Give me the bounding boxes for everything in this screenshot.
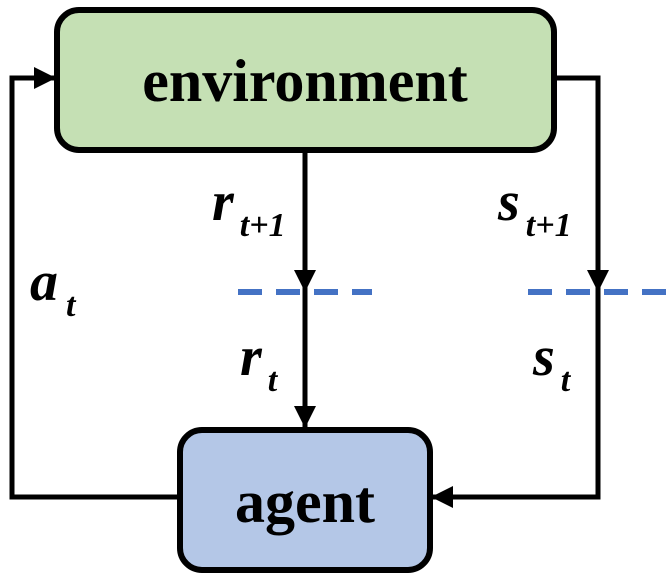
action-subscript: t: [66, 287, 77, 324]
state-next-symbol: s: [497, 171, 520, 233]
state-next-subscript: t+1: [526, 207, 572, 244]
state-next-arrow: [554, 75, 609, 292]
state-symbol: s: [532, 326, 555, 388]
reward-next-label: r t+1: [212, 171, 286, 244]
state-label: s t: [532, 326, 572, 399]
state-next-label: s t+1: [497, 171, 572, 244]
state-subscript: t: [561, 362, 572, 399]
action-symbol: a: [30, 251, 58, 313]
reward-subscript: t: [268, 362, 279, 399]
reward-next-symbol: r: [212, 171, 235, 233]
agent-label: agent: [235, 469, 375, 535]
action-label: a t: [30, 251, 77, 324]
action-arrow: [9, 67, 180, 500]
environment-label: environment: [142, 48, 468, 114]
agent-box: [177, 427, 433, 573]
reward-next-subscript: t+1: [240, 207, 286, 244]
reward-symbol: r: [240, 326, 263, 388]
state-arrow: [431, 291, 601, 508]
reward-label: r t: [240, 326, 279, 399]
